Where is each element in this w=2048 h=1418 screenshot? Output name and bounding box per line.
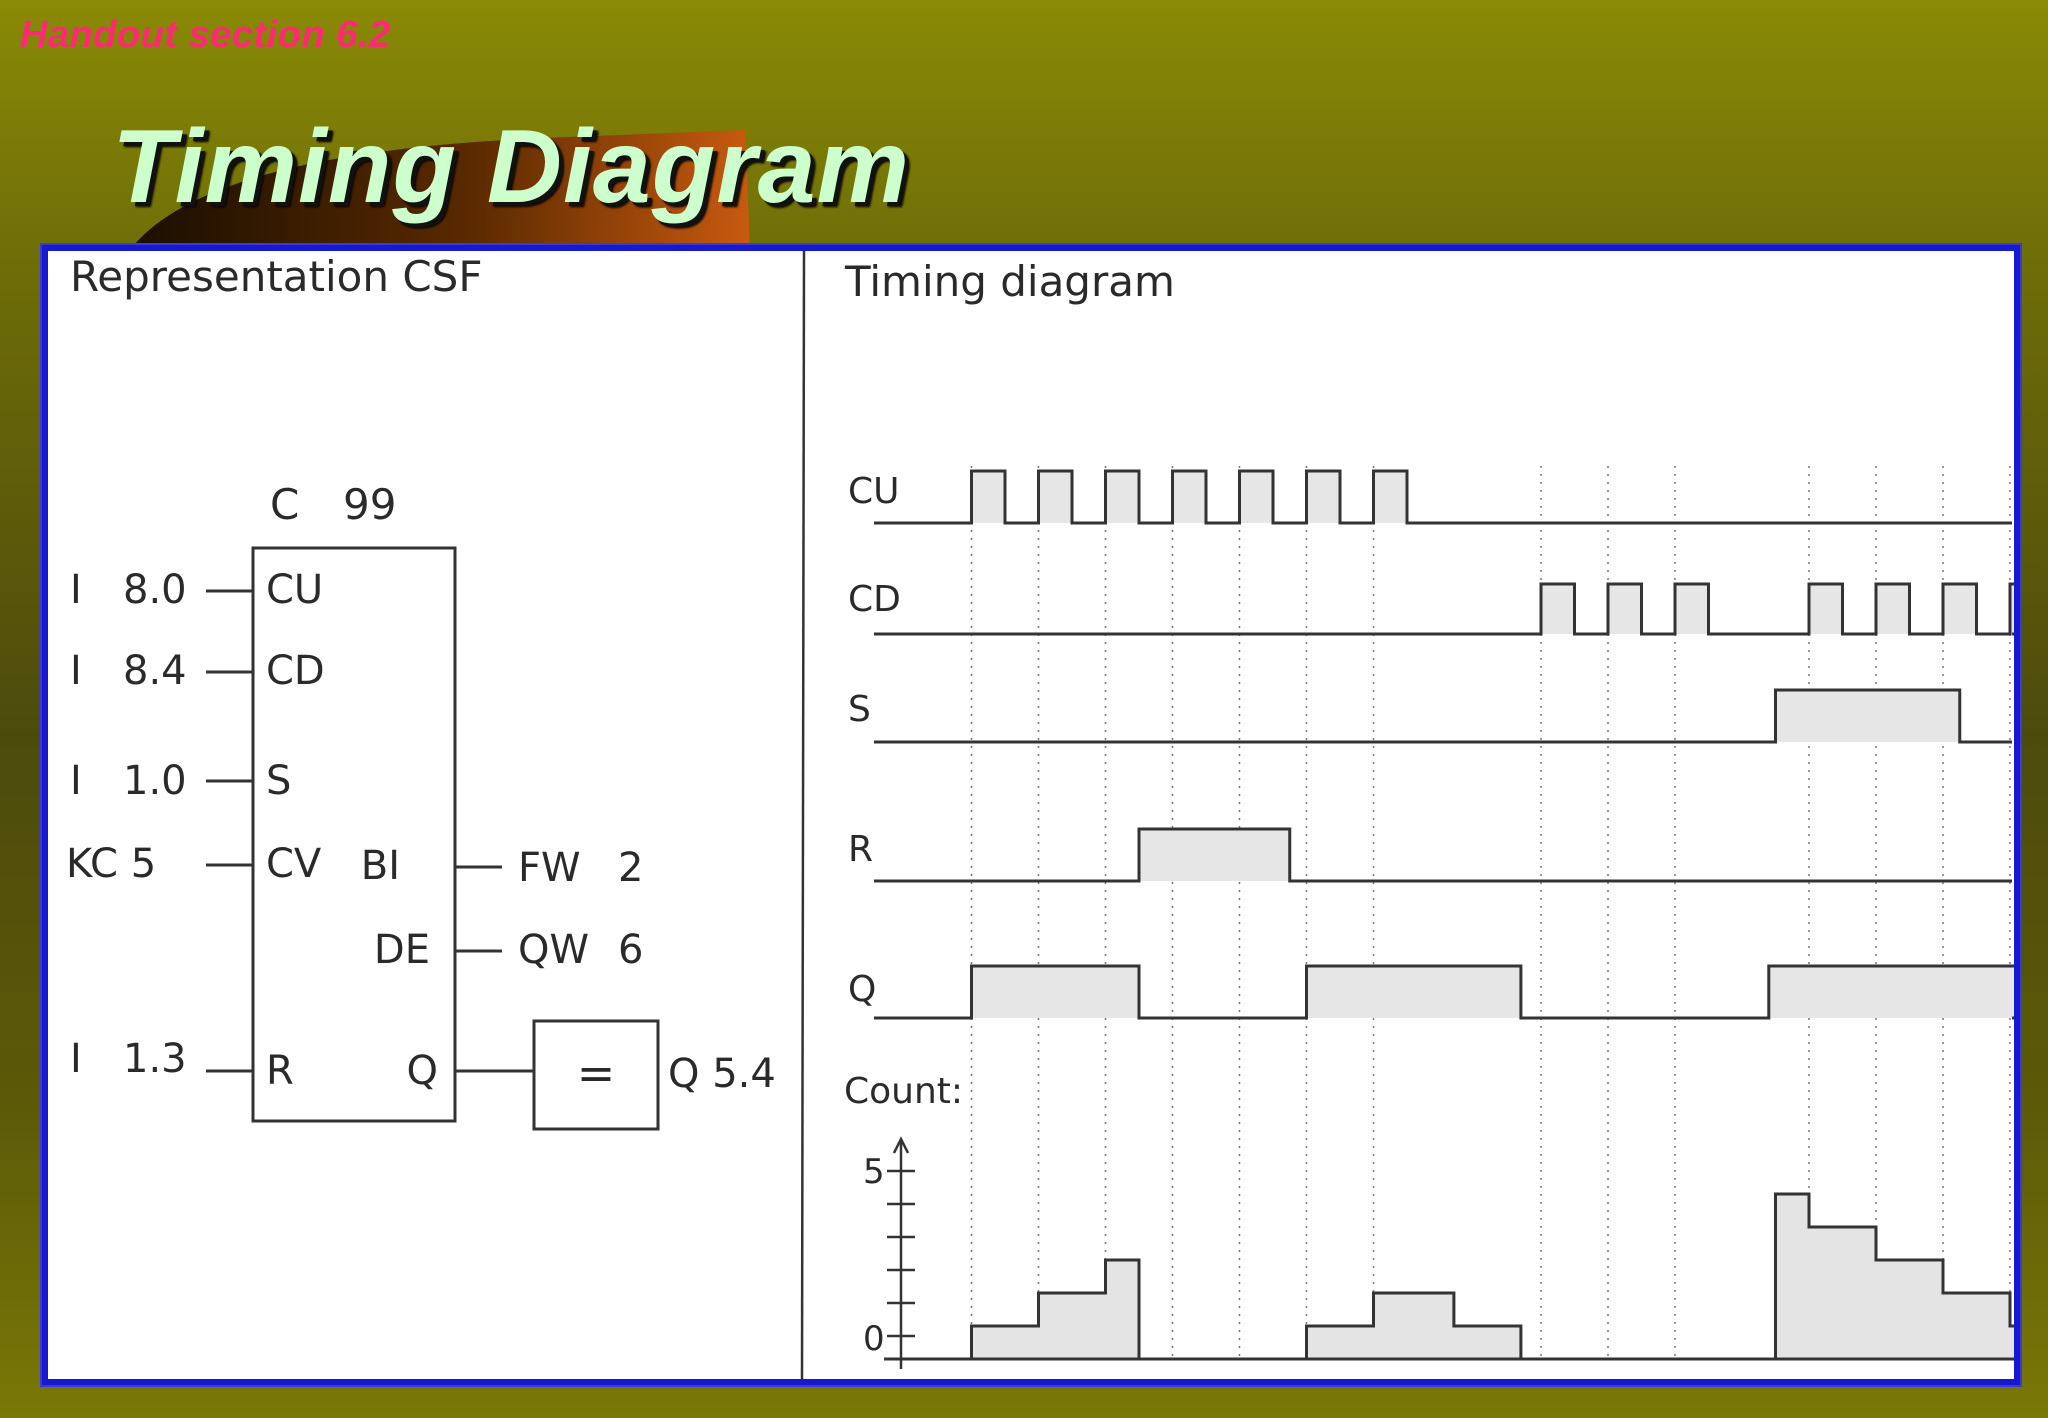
pulse-fill: [1239, 471, 1273, 523]
input-prefix: I: [70, 648, 82, 694]
pulse-fill: [1541, 584, 1575, 634]
signal-s: S: [848, 688, 2012, 744]
pulse-fill: [1809, 584, 1843, 634]
pin-label-de: DE: [374, 927, 430, 973]
title-swoosh-decoration: [130, 130, 750, 250]
pin-label-q: Q: [407, 1048, 438, 1094]
panel-divider: [800, 251, 806, 1379]
pulse-fill: [1775, 690, 1960, 742]
signal-label: R: [848, 829, 873, 870]
output-row-de: DE QW 6: [374, 927, 644, 973]
count-step-area: [970, 1258, 1141, 1361]
block-type-label: C: [270, 480, 299, 529]
pin-label-r: R: [266, 1048, 294, 1094]
pulse-fill: [1768, 966, 2014, 1018]
pin-label-cv: CV: [266, 841, 322, 887]
assign-output: Q 5.4: [668, 1051, 776, 1097]
signal-label: CD: [848, 579, 901, 620]
pin-label-bi: BI: [361, 843, 400, 889]
input-address: 8.4: [123, 648, 187, 694]
counter-block: [251, 546, 457, 1123]
pulse-fill: [971, 471, 1005, 523]
count-axis: 50: [863, 1136, 915, 1369]
signal-label: CU: [848, 471, 900, 512]
input-address: 8.0: [123, 567, 187, 613]
output-row-q: Q = Q 5.4: [407, 1019, 776, 1131]
signal-trace: [874, 582, 2014, 636]
signal-trace: [874, 688, 2012, 744]
input-row-cd: I 8.4 CD: [70, 648, 325, 694]
pulse-fill: [1943, 584, 1977, 634]
assign-symbol: =: [577, 1046, 616, 1100]
pin-label-cd: CD: [266, 648, 325, 694]
input-row-cu: I 8.0 CU: [70, 567, 323, 613]
signal-label: Q: [848, 969, 876, 1010]
pulse-fill: [1373, 471, 1407, 523]
pulse-fill: [1306, 471, 1340, 523]
pulse-fill: [1675, 584, 1709, 634]
pin-label-cu: CU: [266, 567, 323, 613]
section-label: Handout section 6.2: [20, 14, 391, 56]
assign-box: [532, 1019, 660, 1131]
pulse-fill: [1876, 584, 1910, 634]
signal-cu: CU: [848, 469, 2012, 525]
output-value: 6: [618, 927, 643, 973]
signal-r: R: [848, 827, 2012, 883]
signal-trace: [874, 827, 2012, 883]
diagram-frame: Representation CSF C 99 I 8.0 CU I 8.4 C…: [40, 243, 2022, 1387]
output-operand: QW: [518, 927, 589, 973]
output-row-bi: BI FW 2: [361, 843, 644, 891]
block-number-label: 99: [343, 480, 396, 529]
input-address: 1.3: [123, 1036, 187, 1082]
input-row-s: I 1.0 S: [70, 758, 291, 804]
signal-label: S: [848, 689, 871, 730]
signal-cd: CD: [848, 579, 2014, 636]
timing-heading: Timing diagram: [844, 257, 1175, 306]
pulse-fill: [971, 966, 1139, 1018]
signal-trace: [874, 469, 2012, 525]
pulse-fill: [2010, 584, 2014, 634]
signal-trace: [874, 964, 2014, 1020]
slide-title: Timing Diagram: [112, 109, 911, 225]
count-step-area: [1774, 1192, 2014, 1361]
pulse-fill: [1608, 584, 1642, 634]
pin-label-s: S: [266, 758, 291, 804]
count-tick-label-0: 0: [863, 1319, 885, 1359]
pulse-fill: [1105, 471, 1139, 523]
input-prefix: I: [70, 567, 82, 613]
pulse-fill: [1139, 829, 1290, 881]
pulse-fill: [1038, 471, 1072, 523]
input-address: KC 5: [66, 841, 156, 887]
output-value: 2: [618, 845, 643, 891]
input-prefix: I: [70, 1036, 82, 1082]
count-axis-arrow: [892, 1136, 910, 1154]
time-guide-lines: [970, 466, 2011, 1361]
timing-diagram-figure: Representation CSF C 99 I 8.0 CU I 8.4 C…: [66, 251, 2014, 1379]
input-address: 1.0: [123, 758, 187, 804]
count-label: Count:: [844, 1071, 963, 1112]
csf-heading: Representation CSF: [70, 252, 482, 301]
count-tick-label-5: 5: [863, 1152, 885, 1192]
count-staircase: [884, 1192, 2014, 1361]
signal-traces: CU CD S R Q: [848, 469, 2014, 1020]
output-operand: FW: [518, 845, 581, 891]
input-prefix: I: [70, 758, 82, 804]
pulse-fill: [1172, 471, 1206, 523]
input-row-r: I 1.3 R: [70, 1036, 294, 1094]
count-step-area: [1305, 1291, 1523, 1361]
input-row-cv: KC 5 CV: [66, 841, 322, 887]
pulse-fill: [1306, 966, 1521, 1018]
signal-q: Q: [848, 964, 2014, 1020]
